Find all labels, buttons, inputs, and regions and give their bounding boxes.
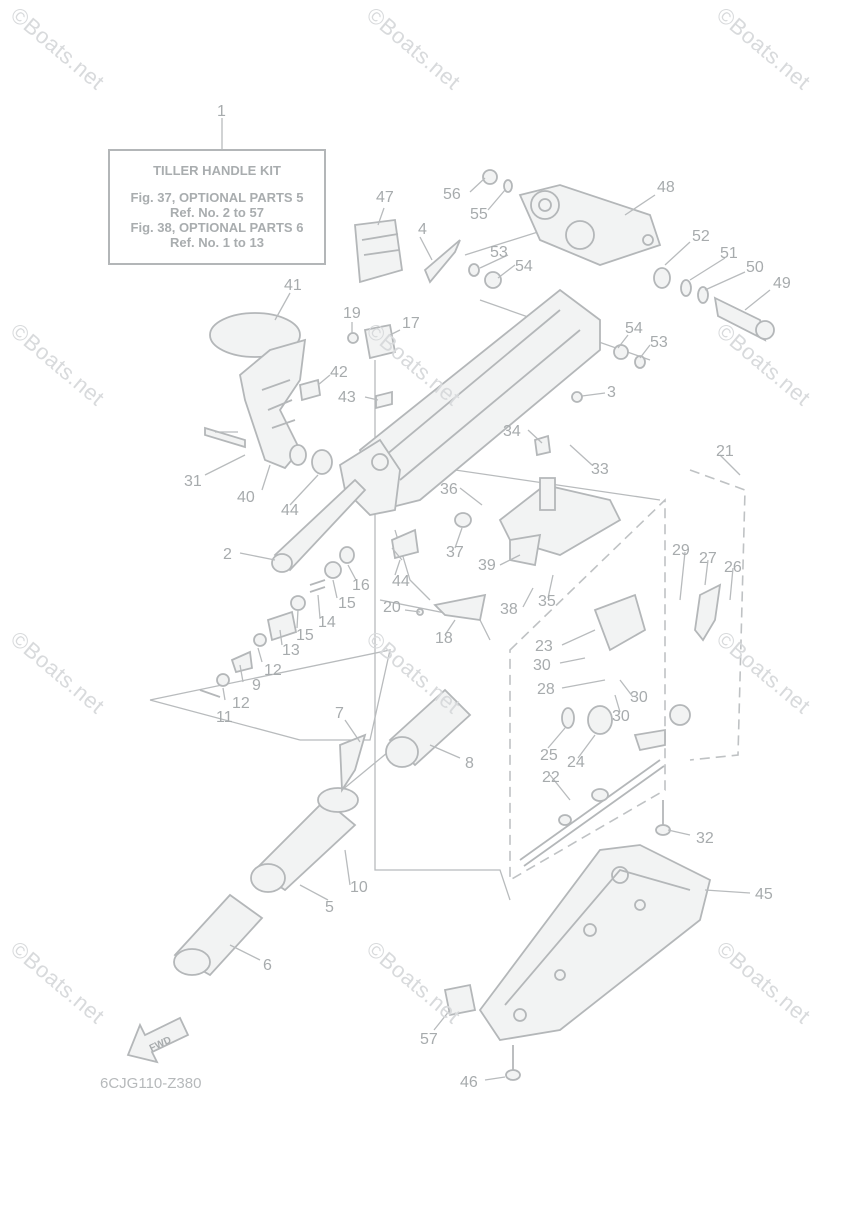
- misc-parts: [299, 239, 583, 622]
- callout: 31: [184, 473, 202, 490]
- callout: 49: [773, 275, 791, 292]
- throttle-cam: [561, 583, 722, 752]
- callout: 46: [460, 1074, 478, 1091]
- kit-line: Fig. 37, OPTIONAL PARTS 5: [130, 190, 304, 205]
- forward-arrow-icon: FWD: [126, 1016, 190, 1064]
- callout: 12: [232, 695, 250, 712]
- callout: 30: [533, 657, 551, 674]
- callout: 40: [237, 489, 255, 506]
- friction-parts: [199, 546, 355, 698]
- callout: 35: [538, 593, 556, 610]
- callout: 9: [252, 677, 261, 694]
- link-plate: [454, 434, 622, 567]
- callout: 30: [630, 689, 648, 706]
- callout: 14: [318, 614, 336, 631]
- callout: 24: [567, 754, 585, 771]
- callout: 44: [392, 573, 410, 590]
- callout: 44: [281, 502, 299, 519]
- callout: 51: [720, 245, 738, 262]
- callout: 43: [338, 389, 356, 406]
- small-fasteners: [443, 800, 671, 1081]
- callout: 55: [470, 206, 488, 223]
- callout: 4: [418, 221, 427, 238]
- callout: 50: [746, 259, 764, 276]
- callout: 11: [216, 709, 233, 726]
- callout: 1: [217, 103, 226, 120]
- grommet: [354, 218, 403, 284]
- callout: 18: [435, 630, 453, 647]
- kit-line: Ref. No. 1 to 13: [170, 235, 264, 250]
- bottom-cover: [478, 844, 712, 1041]
- kit-line: Fig. 38, OPTIONAL PARTS 6: [130, 220, 304, 235]
- kit-line: Ref. No. 2 to 57: [170, 205, 264, 220]
- callout: 27: [699, 550, 717, 567]
- diagram-code: 6CJG110-Z380: [100, 1075, 202, 1092]
- callout: 7: [335, 705, 344, 722]
- callout: 2: [223, 546, 232, 563]
- callout: 8: [465, 755, 474, 772]
- tiller-handle-kit-box: TILLER HANDLE KIT Fig. 37, OPTIONAL PART…: [108, 149, 326, 265]
- throttle-cable: [519, 759, 665, 867]
- callout: 39: [478, 557, 496, 574]
- callout: 20: [383, 599, 401, 616]
- callout: 23: [535, 638, 553, 655]
- callout: 34: [503, 423, 521, 440]
- callout: 29: [672, 542, 690, 559]
- callout: 54: [515, 258, 533, 275]
- callout: 22: [542, 769, 560, 786]
- callout: 33: [591, 461, 609, 478]
- callout: 3: [607, 384, 616, 401]
- leader-lines: [204, 118, 771, 1081]
- callout: 36: [440, 481, 458, 498]
- callout: 53: [650, 334, 668, 351]
- callout: 13: [282, 642, 300, 659]
- callout: 12: [264, 662, 282, 679]
- upper-bracket: [518, 184, 662, 266]
- callout: 25: [540, 747, 558, 764]
- callout: 37: [446, 544, 464, 561]
- grip-tubes: [173, 688, 472, 977]
- callout: 6: [263, 957, 272, 974]
- callout: 28: [537, 681, 555, 698]
- callout: 47: [376, 189, 394, 206]
- callout: 16: [352, 577, 370, 594]
- callout: 15: [338, 595, 356, 612]
- callout: 21: [716, 443, 734, 460]
- callout: 19: [343, 305, 361, 322]
- callout: 32: [696, 830, 714, 847]
- throttle-shaft: [271, 478, 367, 573]
- callout: 26: [724, 559, 742, 576]
- callout: 45: [755, 886, 773, 903]
- pivot-bolt: [468, 169, 775, 369]
- callout: 53: [490, 244, 508, 261]
- callout: 38: [500, 601, 518, 618]
- callout: 5: [325, 899, 334, 916]
- callout: 10: [350, 879, 368, 896]
- callout: 15: [296, 627, 314, 644]
- callout: 52: [692, 228, 710, 245]
- callout: 30: [612, 708, 630, 725]
- callout: 56: [443, 186, 461, 203]
- callout: 41: [284, 277, 302, 294]
- handle-grip: [204, 312, 333, 475]
- callout-numbers: 1 2 3 4 5 6 7 8 9 10 11 12 12 13 14 15 1…: [184, 103, 791, 1091]
- callout: 57: [420, 1031, 438, 1048]
- callout: 17: [402, 315, 420, 332]
- callout: 48: [657, 179, 675, 196]
- kit-title: TILLER HANDLE KIT: [153, 163, 281, 178]
- callout: 54: [625, 320, 643, 337]
- callout: 42: [330, 364, 348, 381]
